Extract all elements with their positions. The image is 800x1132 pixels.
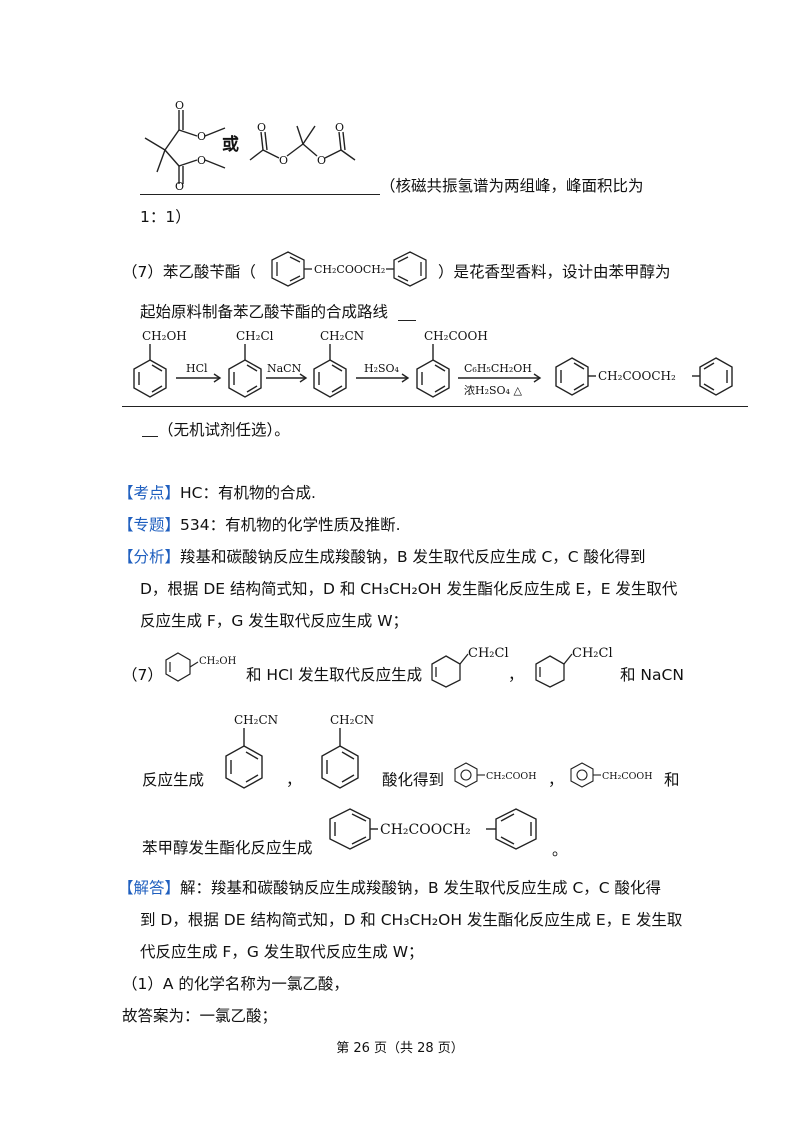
route-reagent2: NaCN: [267, 362, 302, 375]
route-reagent1: HCl: [186, 362, 208, 375]
page-footer: 第 26 页（共 28 页）: [336, 1041, 464, 1056]
q7-line2: 起始原料制备苯乙酸苄酯的合成路线: [140, 303, 389, 321]
analysis7-b3: 和: [664, 771, 680, 789]
jieda-line5: 故答案为：一氯乙酸；: [122, 1007, 278, 1025]
q7-blank-short: [398, 320, 416, 321]
analysis7-comma3: ，: [548, 771, 564, 789]
malonate-ester-structure: O O O O: [144, 99, 226, 193]
route-reagent4-top: C₆H₅CH₂OH: [464, 362, 532, 375]
or-label: 或: [222, 135, 239, 155]
benzyl-alcohol-structure: CH₂OH: [165, 652, 237, 682]
label-ch2cn-1: CH₂CN: [234, 713, 278, 727]
q7-after: ）是花香型香料，设计由苯甲醇为: [438, 263, 671, 281]
fenxi-line1: 羧基和碳酸钠反应生成羧酸钠，B 发生取代反应生成 C，C 酸化得到: [180, 548, 646, 566]
label-ch2cn-2: CH₂CN: [330, 713, 374, 727]
analysis7-a1: 和 HCl 发生取代反应生成: [246, 666, 423, 684]
nmr-note: （核磁共振氢谱为两组峰，峰面积比为: [380, 177, 644, 195]
ester-label: CH₂COOCH₂: [314, 263, 385, 276]
svg-text:O: O: [197, 154, 206, 167]
label-cooh-2: CH₂COOH: [602, 771, 653, 782]
svg-text:O: O: [257, 121, 266, 134]
svg-text:O: O: [175, 180, 184, 193]
benzyl-phenylacetate-structure: CH₂COOCH₂: [271, 251, 427, 287]
benzyl-chloride-structure-2: CH₂Cl: [535, 646, 613, 688]
label-ch2oh: CH₂OH: [199, 656, 237, 667]
phenylacetic-acid-structure-2: CH₂COOH: [570, 762, 653, 788]
analysis7-number: （7）: [122, 666, 163, 684]
nmr-ratio: 1：1）: [140, 208, 191, 226]
label-ch2cl-1: CH₂Cl: [468, 646, 509, 661]
analysis7-comma1: ，: [508, 666, 524, 684]
route-mol1-label: CH₂OH: [142, 329, 187, 343]
phenylacetic-acid-structure-1: CH₂COOH: [454, 762, 537, 788]
analysis7-b1: 反应生成: [142, 771, 205, 789]
label-ch2cl-2: CH₂Cl: [572, 646, 613, 661]
answer-blank-line: [140, 194, 380, 195]
zhuanti-text: 534：有机物的化学性质及推断.: [180, 516, 401, 534]
analysis7-c1: 苯甲醇发生酯化反应生成: [142, 839, 313, 857]
svg-text:O: O: [335, 121, 344, 134]
analysis7-period: 。: [552, 841, 568, 859]
route-reagent3: H₂SO₄: [364, 362, 400, 375]
kaodian-text: HC：有机物的合成.: [180, 484, 316, 502]
q7-tail-blank: [142, 436, 158, 437]
q7-number: （7）苯乙酸苄酯（: [122, 263, 256, 281]
label-cooh-1: CH₂COOH: [486, 771, 537, 782]
route-reagent4-bottom: 浓H₂SO₄ △: [464, 384, 522, 397]
route-mol4-label: CH₂COOH: [424, 329, 488, 343]
route-mol2-label: CH₂Cl: [236, 329, 274, 343]
analysis7-comma2: ，: [286, 771, 302, 789]
svg-text:O: O: [279, 154, 288, 167]
synthesis-route: CH₂OH HCl CH₂Cl NaCN CH₂CN H₂SO₄ CH₂COOH…: [133, 329, 733, 398]
jieda-line1: 解：羧基和碳酸钠反应生成羧酸钠，B 发生取代反应生成 C，C 酸化得: [180, 879, 662, 897]
fenxi-tag: 【分析】: [118, 548, 181, 566]
q7-tail: （无机试剂任选）。: [158, 421, 290, 439]
benzyl-chloride-structure-1: CH₂Cl: [431, 646, 509, 688]
route-underline: [122, 406, 748, 407]
jieda-tag: 【解答】: [118, 879, 181, 897]
diacetate-structure: O O O O: [249, 121, 356, 167]
jieda-line2: 到 D，根据 DE 结构简式知，D 和 CH₃CH₂OH 发生酯化反应生成 E，…: [140, 911, 683, 929]
route-product-label: CH₂COOCH₂: [598, 369, 676, 383]
benzyl-phenylacetate-product: CH₂COOCH₂: [329, 808, 537, 850]
svg-text:O: O: [197, 130, 206, 143]
analysis7-b2: 酸化得到: [382, 771, 445, 789]
zhuanti-tag: 【专题】: [118, 516, 181, 534]
benzyl-cyanide-structure-1: CH₂CN: [225, 713, 278, 789]
kaodian-tag: 【考点】: [118, 484, 181, 502]
svg-text:O: O: [175, 99, 184, 112]
label-ester-product: CH₂COOCH₂: [380, 822, 471, 838]
jieda-line4: （1）A 的化学名称为一氯乙酸，: [122, 975, 349, 993]
analysis7-a2: 和 NaCN: [620, 666, 684, 684]
svg-text:O: O: [317, 154, 326, 167]
route-mol3-label: CH₂CN: [320, 329, 364, 343]
jieda-line3: 代反应生成 F，G 发生取代反应生成 W；: [140, 943, 424, 961]
fenxi-line2: D，根据 DE 结构简式知，D 和 CH₃CH₂OH 发生酯化反应生成 E，E …: [140, 580, 678, 598]
benzyl-cyanide-structure-2: CH₂CN: [321, 713, 374, 789]
fenxi-line3: 反应生成 F，G 发生取代反应生成 W；: [140, 612, 409, 630]
